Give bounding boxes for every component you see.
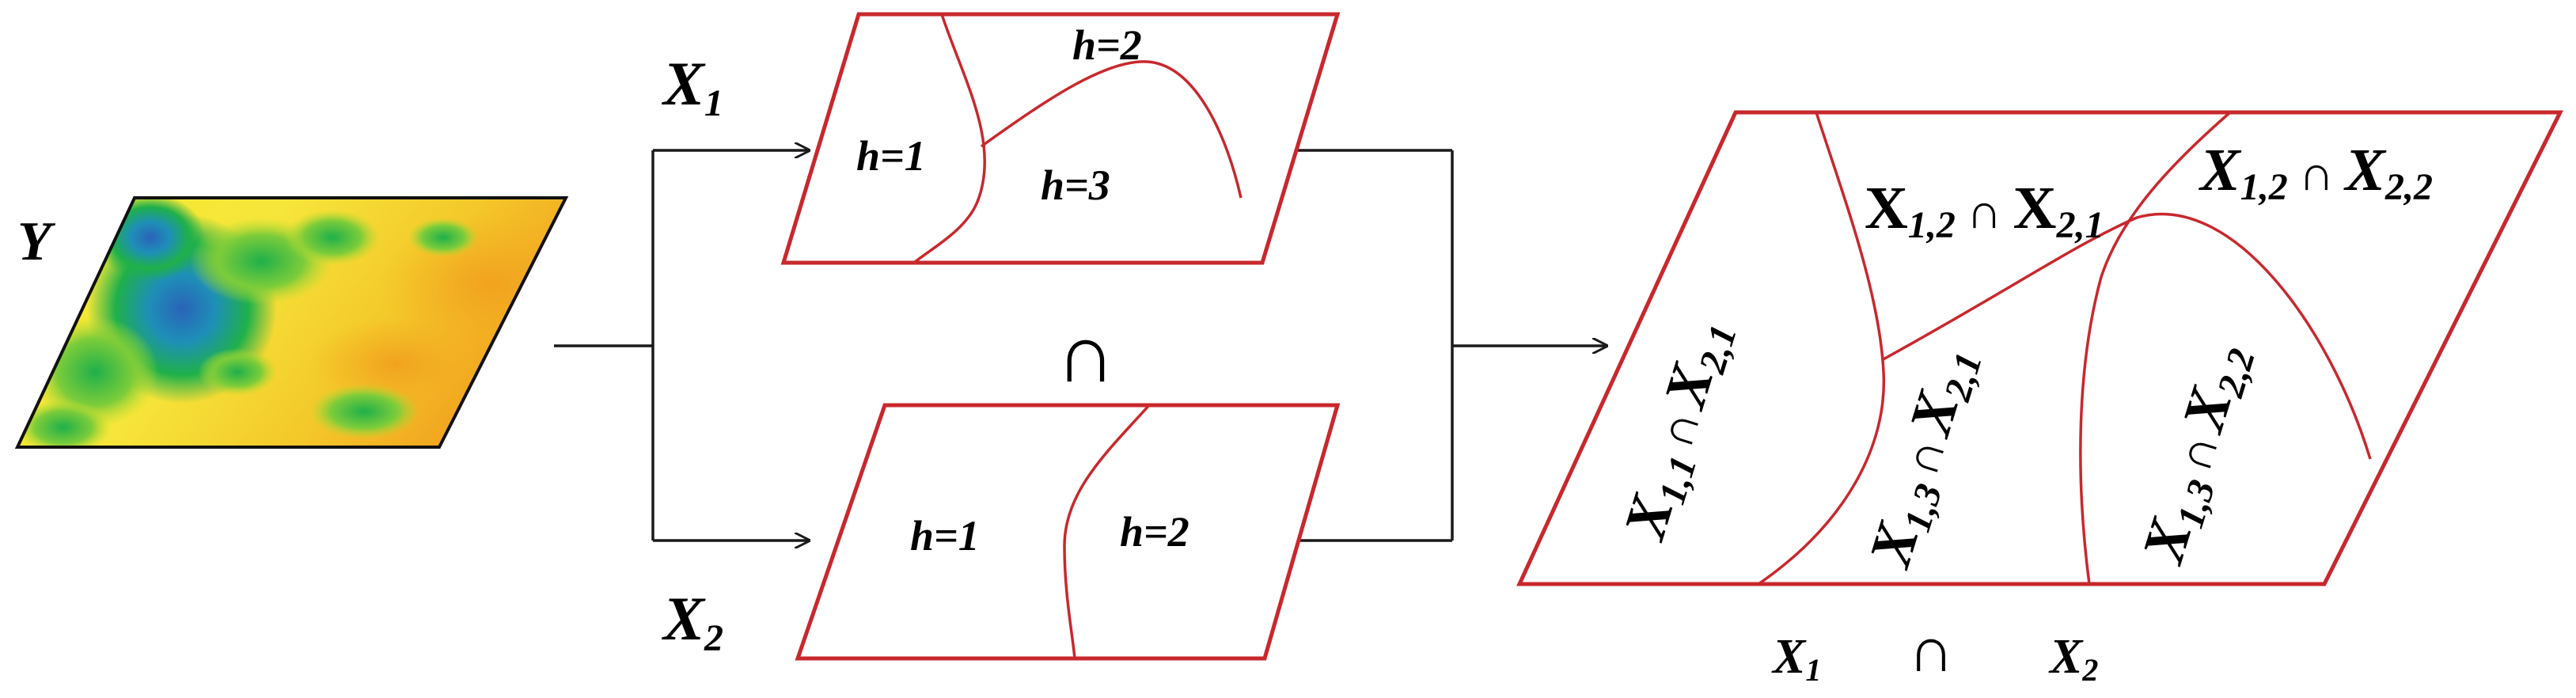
factor-x1-map: h=1 h=2 h=3 X1 (662, 12, 1341, 265)
label-y: Y (17, 211, 56, 272)
overlay-boundary-x1-b (1881, 212, 2372, 460)
factor-x2-frame (795, 403, 1341, 661)
factor-x2-zone-h1: h=1 (910, 512, 980, 560)
factor-x2-boundary (1063, 404, 1151, 659)
svg-text:X1,2∩X2,1: X1,2∩X2,1 (1865, 175, 2104, 246)
overlay-frame (1516, 110, 2564, 586)
overlay-zone-x12-x22: X1,2∩X2,2 (2199, 137, 2433, 208)
intersect-symbol-middle: ∩ (1057, 309, 1116, 400)
overlay-zone-x12-x21: X1,2∩X2,1 (1865, 175, 2104, 246)
svg-text:X1,2∩X2,2: X1,2∩X2,2 (2199, 137, 2433, 208)
factor-x1-zone-h2: h=2 (1072, 21, 1142, 69)
input-raster-border (14, 196, 569, 449)
svg-text:X1,3∩X2,2: X1,3∩X2,2 (2129, 336, 2263, 573)
factor-x1-boundary-b (980, 60, 1242, 199)
factor-x1-boundary-a (912, 13, 987, 264)
factor-x2-map: h=1 h=2 X2 (662, 403, 1341, 661)
caption-x1: X1 (1771, 630, 1821, 688)
overlay-zone-x11-x21: X1,1∩X2,1 (1610, 312, 1745, 549)
terrain-map-image (17, 198, 566, 447)
caption-intersect-symbol: ∩ (1908, 616, 1954, 685)
factor-x1-zone-h1: h=1 (856, 132, 926, 180)
overlay-boundary-x2 (2079, 111, 2232, 585)
label-x2: X2 (662, 584, 723, 659)
overlay-caption: X1 ∩ X2 (1771, 616, 2098, 688)
overlay-map: X1,1∩X2,1 X1,2∩X2,1 X1,2∩X2,2 X1,3∩X2,1 … (1516, 110, 2564, 688)
factor-x1-zone-h3: h=3 (1041, 161, 1110, 209)
label-x1: X1 (662, 49, 723, 124)
svg-text:X1,1∩X2,1: X1,1∩X2,1 (1610, 312, 1745, 549)
overlay-zone-x13-x22: X1,3∩X2,2 (2129, 336, 2263, 573)
factor-x2-zone-h2: h=2 (1120, 508, 1189, 556)
flow-connectors (554, 150, 1607, 541)
overlay-boundary-x1-a (1758, 112, 1886, 586)
input-raster-y: Y (14, 196, 569, 449)
caption-x2: X2 (2048, 630, 2098, 688)
factor-x1-frame (780, 12, 1341, 265)
